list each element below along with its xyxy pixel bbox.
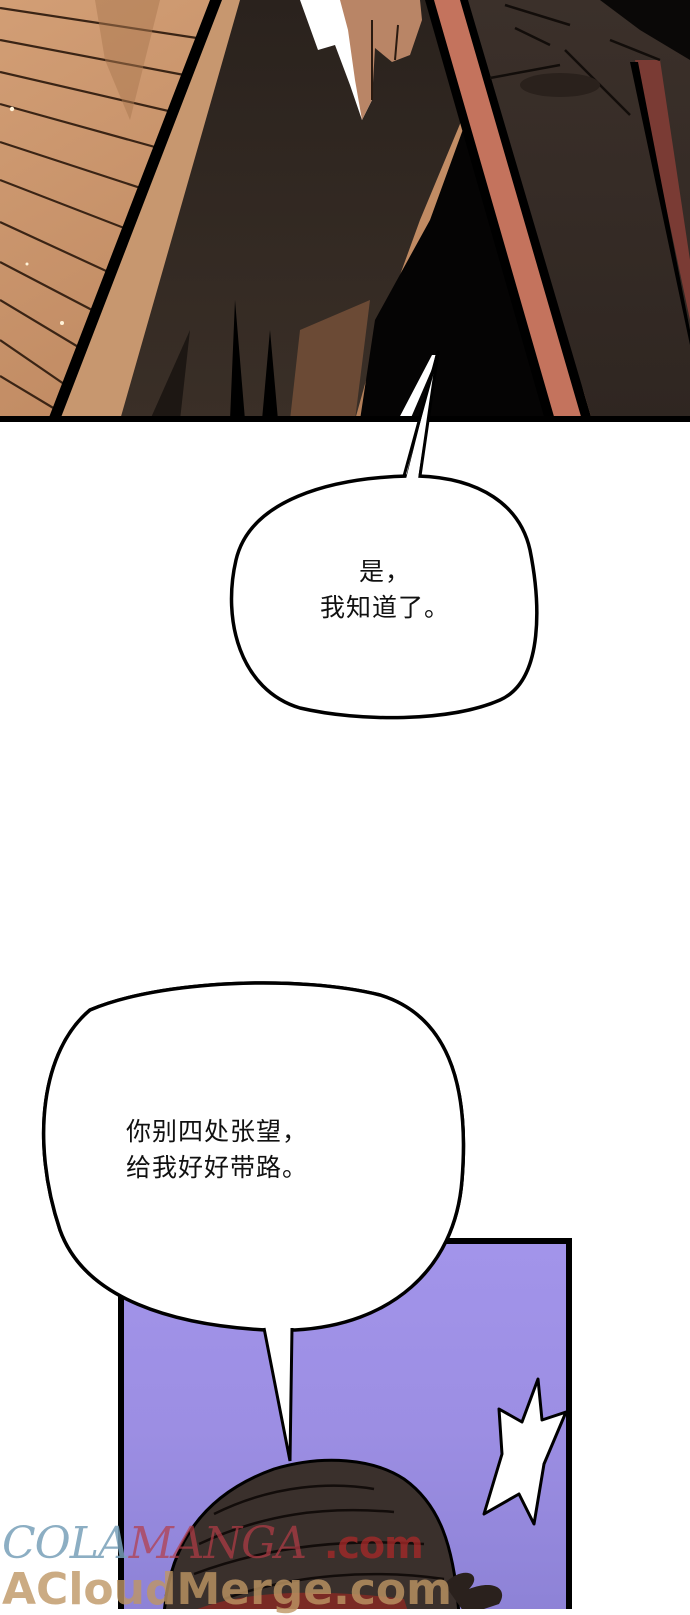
speech-bubble-2-line-2: 给我好好带路。 — [126, 1153, 309, 1182]
panel-border — [0, 416, 690, 422]
speech-bubble-2: 你别四处张望， 给我好好带路。 — [110, 1114, 426, 1186]
speech-bubble-1-line-1: 是， — [358, 557, 411, 586]
panel-robed-figure-art — [0, 0, 690, 420]
panel-head-closeup-background — [124, 1244, 566, 1609]
speech-bubble-2-line-1: 你别四处张望， — [126, 1117, 309, 1146]
speech-bubble-1: 是， 我知道了。 — [260, 554, 510, 626]
watermark-cola: COLA — [2, 1518, 130, 1569]
panel-robed-figure — [0, 0, 690, 420]
speech-bubble-1-line-2: 我知道了。 — [319, 593, 450, 622]
panel-head-closeup — [118, 1238, 572, 1609]
panel-head-closeup-art — [163, 1377, 566, 1609]
